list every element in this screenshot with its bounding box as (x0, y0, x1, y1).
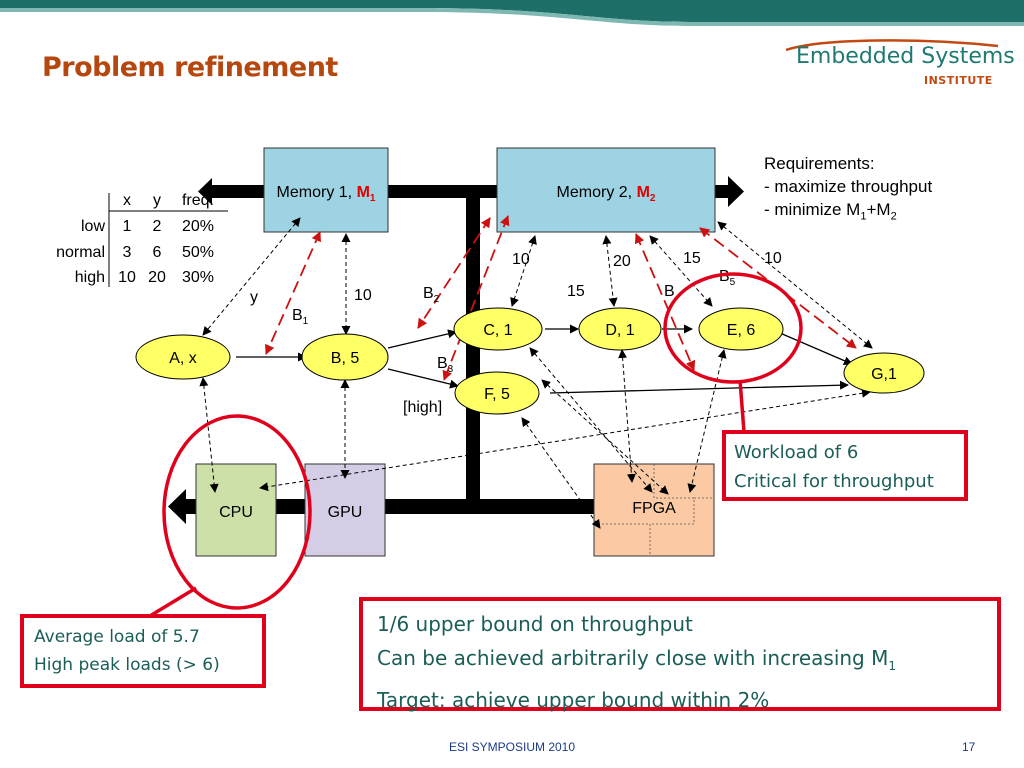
svg-text:normal: normal (56, 244, 105, 261)
callout-average-load: Average load of 5.7 High peak loads (> 6… (20, 614, 266, 688)
logo-subtext: INSTITUTE (924, 74, 993, 87)
svg-text:Memory 2, M2: Memory 2, M2 (557, 184, 656, 204)
memory-1-box: Memory 1, M1 (263, 147, 389, 233)
footer-text: ESI SYMPOSIUM 2010 (448, 740, 576, 754)
task-node-e: E, 6 (698, 307, 784, 351)
frequency-table: x y freq. low 1 2 20% normal 3 6 50% hig… (56, 192, 228, 287)
svg-text:C, 1: C, 1 (483, 322, 512, 339)
svg-text:Memory 1, M1: Memory 1, M1 (277, 184, 376, 204)
svg-text:low: low (81, 218, 105, 235)
svg-text:D, 1: D, 1 (605, 322, 634, 339)
edge-label-y: y (250, 289, 258, 306)
task-node-b: B, 5 (301, 333, 389, 381)
page-number: 17 (962, 740, 976, 754)
edge-label-10-g: 10 (764, 250, 782, 267)
svg-text:CPU: CPU (219, 504, 253, 521)
edge-labels: y 10 B1 B2 B3 [high] 10 20 15 15 10 B B5 (250, 250, 782, 416)
svg-text:6: 6 (153, 244, 162, 261)
svg-text:freq.: freq. (182, 192, 214, 209)
task-edges (236, 324, 853, 394)
svg-text:y: y (153, 192, 161, 209)
svg-text:20: 20 (148, 269, 166, 286)
edge-label-b5: B5 (719, 268, 736, 288)
callout-workload: Workload of 6 Critical for throughput (722, 430, 968, 501)
edge-label-15-d: 15 (567, 283, 585, 300)
svg-text:x: x (123, 192, 131, 209)
task-node-g: G,1 (843, 352, 925, 394)
edge-label-b1: B1 (292, 307, 309, 327)
edge-label-15-e: 15 (683, 250, 701, 267)
svg-text:10: 10 (118, 269, 136, 286)
svg-text:E, 6: E, 6 (727, 322, 756, 339)
edge-label-b2: B2 (423, 285, 440, 305)
task-node-f: F, 5 (454, 371, 540, 415)
memory-2-box: Memory 2, M2 (496, 147, 716, 233)
svg-text:B, 5: B, 5 (331, 350, 360, 367)
mapping-arrows (199, 347, 871, 529)
requirements: Requirements: - maximize throughput - mi… (764, 152, 932, 228)
svg-text:G,1: G,1 (871, 366, 897, 383)
edge-label-high: [high] (403, 399, 442, 416)
requirement-throughput: - maximize throughput (764, 177, 933, 196)
requirement-memory: - minimize M1+M2 (764, 200, 897, 223)
edge-label-10-b: 10 (354, 287, 372, 304)
svg-text:50%: 50% (182, 244, 214, 261)
callout-upper-bound: 1/6 upper bound on throughput Can be ach… (359, 597, 1001, 712)
logo-text: Embedded Systems (796, 44, 1015, 69)
logo-swoosh-icon (785, 39, 999, 52)
svg-text:FPGA: FPGA (632, 500, 676, 517)
cpu-box: CPU (195, 463, 277, 557)
svg-text:30%: 30% (182, 269, 214, 286)
svg-text:20%: 20% (182, 218, 214, 235)
svg-text:1: 1 (123, 218, 132, 235)
svg-text:3: 3 (123, 244, 132, 261)
highlight-marks (139, 272, 803, 624)
fpga-box: FPGA (593, 463, 715, 557)
edge-label-b4: B (664, 283, 675, 300)
svg-text:GPU: GPU (328, 504, 363, 521)
svg-text:2: 2 (153, 218, 162, 235)
edge-label-20: 20 (613, 253, 631, 270)
svg-text:A, x: A, x (169, 350, 197, 367)
edge-label-b3: B3 (437, 355, 454, 375)
task-node-d: D, 1 (578, 307, 662, 351)
slide-title: Problem refinement (42, 52, 338, 83)
svg-text:high: high (75, 269, 105, 286)
gpu-box: GPU (304, 463, 386, 557)
task-node-a: A, x (135, 334, 231, 380)
edge-label-10-c: 10 (512, 251, 530, 268)
svg-text:F, 5: F, 5 (484, 386, 510, 403)
requirements-heading: Requirements: (764, 154, 875, 173)
task-node-c: C, 1 (453, 307, 543, 351)
header-band (0, 0, 1024, 26)
